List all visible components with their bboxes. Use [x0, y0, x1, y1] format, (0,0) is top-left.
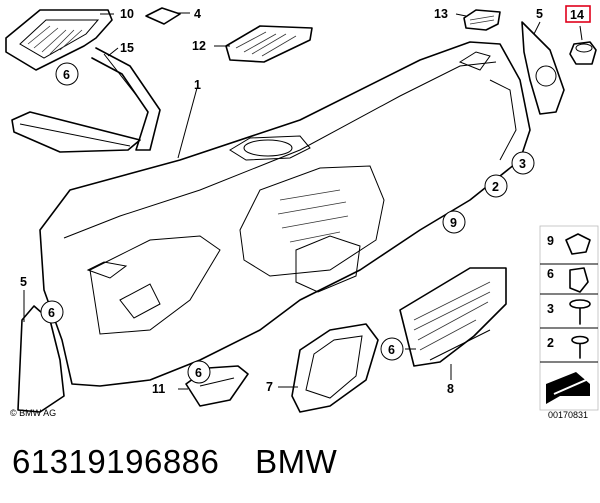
- side-number-2: 2: [547, 336, 554, 350]
- part-switch-plug: [569, 41, 597, 65]
- leader-lines: [23, 12, 583, 390]
- part-trim-frame: [5, 9, 113, 71]
- part-control-panel: [399, 267, 507, 367]
- callout-15: 15: [120, 41, 134, 55]
- callout-5-left: 5: [20, 275, 27, 289]
- side-number-9: 9: [547, 234, 554, 248]
- callout-12: 12: [192, 39, 206, 53]
- side-number-6: 6: [547, 267, 554, 281]
- callout-9: 9: [450, 216, 457, 230]
- exploded-diagram: 10 4 15 12 6 1 13 5 14 3 2 9 5 6 6 11 7 …: [5, 5, 599, 420]
- callout-circle-6-right: [380, 337, 404, 361]
- callout-10: 10: [120, 7, 134, 21]
- part-speaker-grille: [225, 25, 313, 63]
- callout-14: 14: [570, 8, 584, 22]
- callout-7: 7: [266, 380, 273, 394]
- callout-6-bottom: 6: [195, 366, 202, 380]
- callout-2: 2: [492, 180, 499, 194]
- part-center-frame: [291, 323, 379, 413]
- callout-5-right: 5: [536, 7, 543, 21]
- callout-4: 4: [194, 7, 201, 21]
- callout-13: 13: [434, 7, 448, 21]
- fastener-panel: 9 6 3 2 00170831: [539, 225, 599, 420]
- part-bracket-frame: [11, 47, 161, 153]
- callout-6-top: 6: [63, 68, 70, 82]
- footer: 61319196886 BMW: [12, 440, 592, 490]
- callout-circle-6-bottom: [187, 360, 211, 384]
- callout-circle-9: [442, 210, 466, 234]
- part-vent-top: [463, 9, 501, 31]
- callout-11: 11: [152, 382, 165, 396]
- copyright-label: © BMW AG: [10, 408, 56, 418]
- callout-1: 1: [194, 78, 201, 92]
- callout-8: 8: [447, 382, 454, 396]
- part-side-panel-right: [521, 21, 565, 115]
- side-number-3: 3: [547, 302, 554, 316]
- brand-name: BMW: [255, 443, 338, 480]
- callout-3: 3: [519, 157, 526, 171]
- clip-icon: [569, 267, 589, 293]
- part-clip-small: [145, 7, 181, 25]
- callout-6-right: 6: [388, 343, 395, 357]
- callout-circle-3: [511, 151, 535, 175]
- drawing-number: 00170831: [548, 410, 588, 420]
- highlight-box-14: [565, 5, 591, 23]
- callout-circle-2: [484, 174, 508, 198]
- callout-circle-6-left: [40, 300, 64, 324]
- callouts: 10 4 15 12 6 1 13 5 14 3 2 9 5 6 6 11 7 …: [20, 5, 591, 396]
- callout-6-left: 6: [48, 306, 55, 320]
- callout-circle-6-top: [55, 62, 79, 86]
- clip-nut-icon: [565, 233, 591, 255]
- part-number: 61319196886: [12, 443, 220, 480]
